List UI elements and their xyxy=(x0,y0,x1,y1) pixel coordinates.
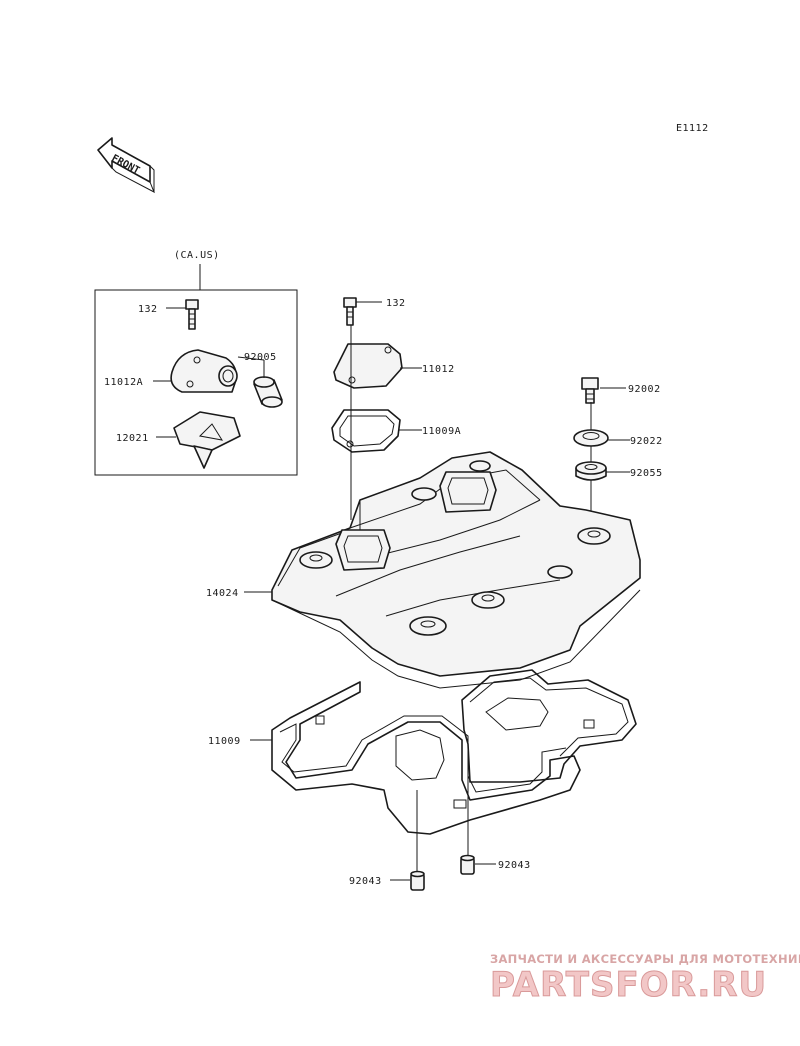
label-132: 132 xyxy=(386,298,406,309)
part-12021 xyxy=(173,411,241,469)
label-92043-left: 92043 xyxy=(349,876,382,887)
label-11009A: 11009A xyxy=(422,426,461,437)
part-92055 xyxy=(575,461,607,481)
label-12021: 12021 xyxy=(116,433,149,444)
part-11009 xyxy=(271,669,637,835)
part-11009A xyxy=(331,409,401,453)
label-92002: 92002 xyxy=(628,384,661,395)
part-11012 xyxy=(333,343,403,389)
front-arrow-icon: FRONT xyxy=(97,137,155,194)
label-132-inset: 132 xyxy=(138,304,158,315)
part-11012A xyxy=(170,349,238,393)
part-92043-left xyxy=(410,870,425,891)
label-92055: 92055 xyxy=(630,468,663,479)
variant-note: (CA.US) xyxy=(174,250,220,261)
label-92022: 92022 xyxy=(630,436,663,447)
label-92043-right: 92043 xyxy=(498,860,531,871)
label-11012A: 11012A xyxy=(104,377,143,388)
label-92005: 92005 xyxy=(244,352,277,363)
part-14024 xyxy=(271,451,641,689)
label-14024: 14024 xyxy=(206,588,239,599)
part-92022 xyxy=(573,429,609,447)
diagram-code: E1112 xyxy=(676,123,709,134)
inset-ca-us: (CA.US) 132 11012A xyxy=(94,250,298,476)
watermark-tagline: ЗАПЧАСТИ И АКСЕССУАРЫ ДЛЯ МОТОТЕХНИКИ xyxy=(490,952,800,966)
bolt-132 xyxy=(343,297,357,326)
label-11009: 11009 xyxy=(208,736,241,747)
front-label: FRONT xyxy=(110,153,142,177)
watermark: ЗАПЧАСТИ И АКСЕССУАРЫ ДЛЯ МОТОТЕХНИКИ PA… xyxy=(490,952,800,1006)
label-11012: 11012 xyxy=(422,364,455,375)
watermark-logo: PARTSFOR.RU xyxy=(490,965,767,1005)
part-92005 xyxy=(253,376,283,408)
bolt-132-inset xyxy=(185,299,199,330)
part-92002 xyxy=(581,377,599,404)
part-92043-right xyxy=(460,854,475,875)
